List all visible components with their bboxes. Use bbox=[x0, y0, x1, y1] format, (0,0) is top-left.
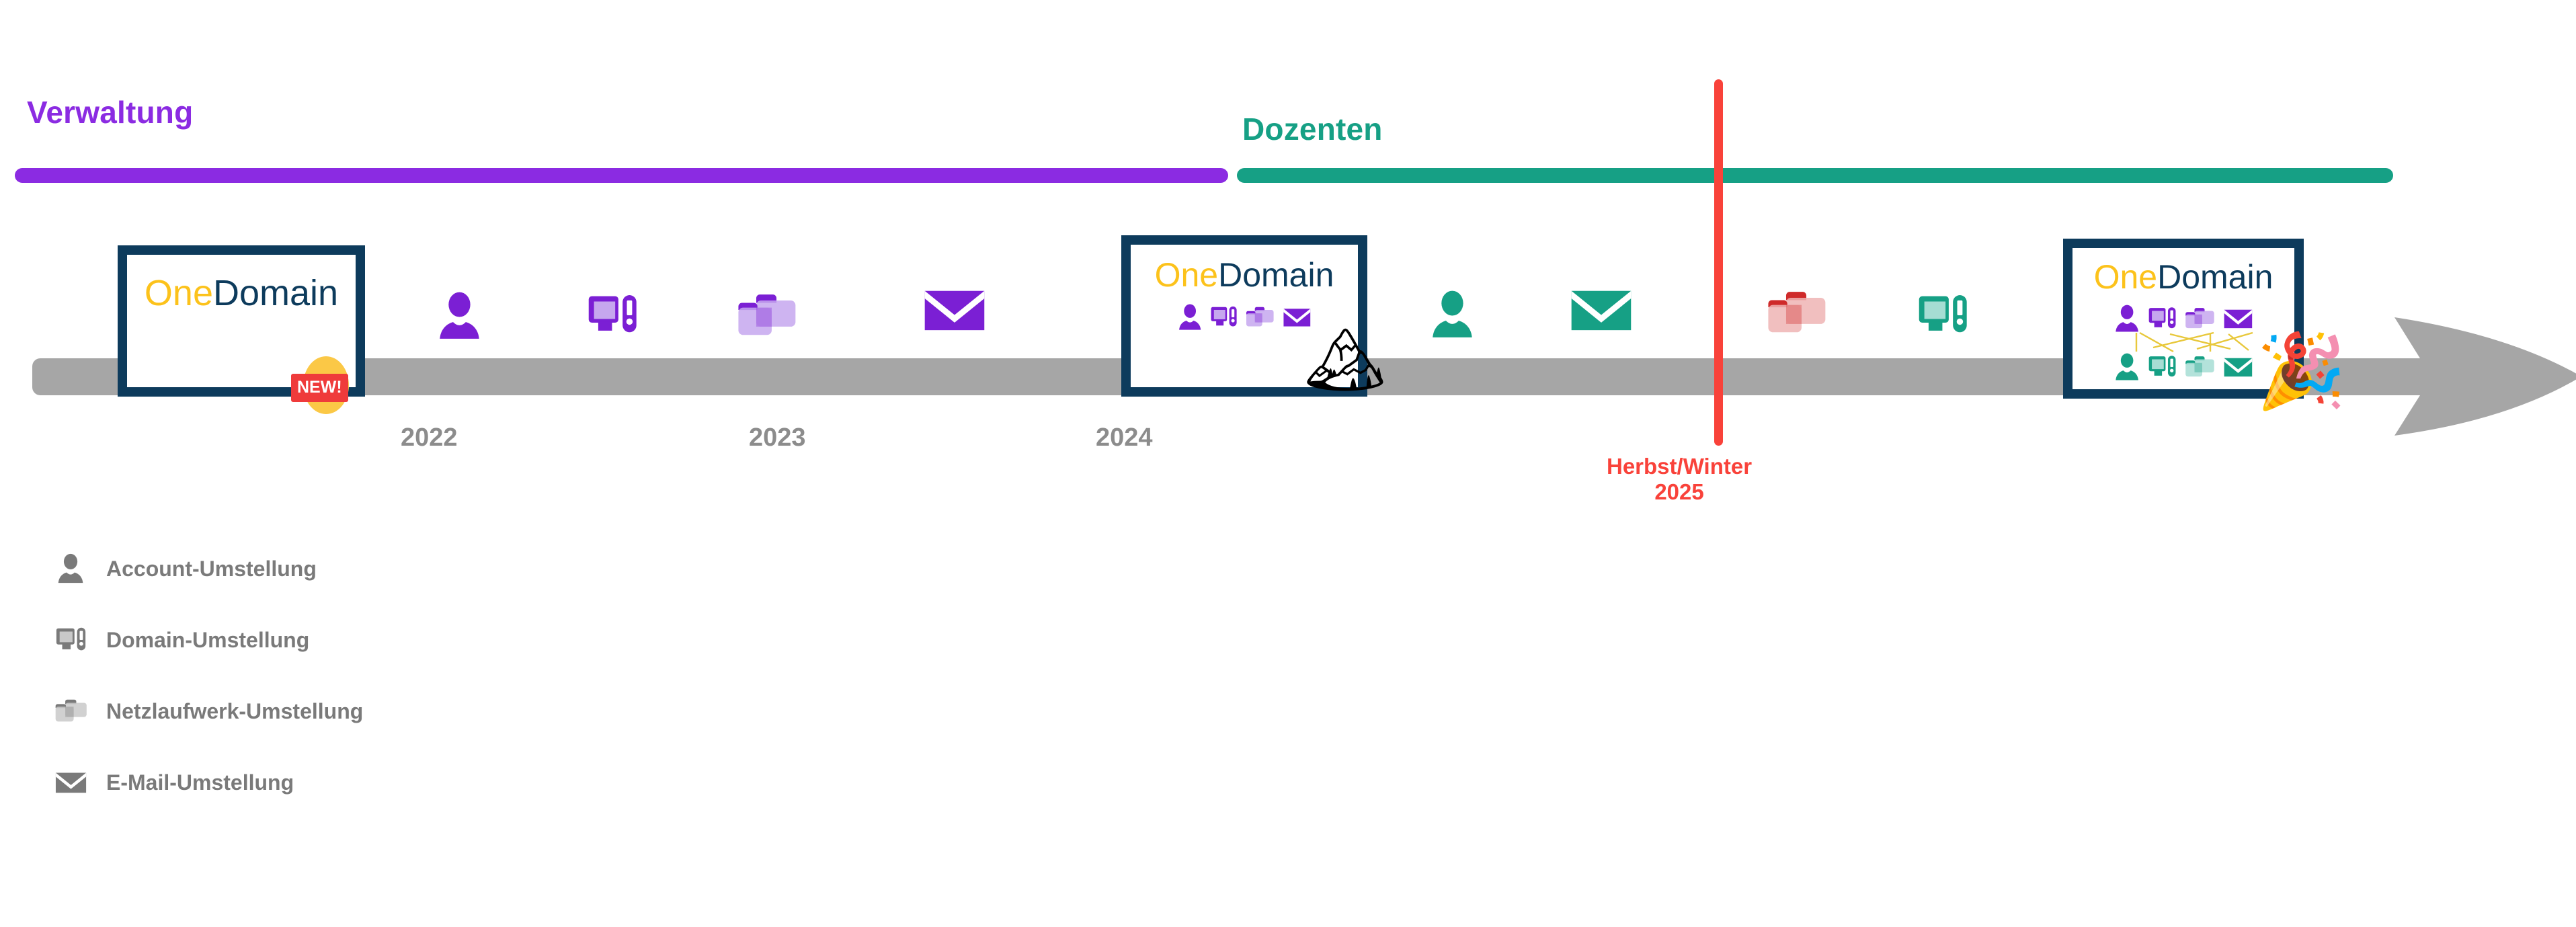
domain-icon-svg bbox=[56, 627, 86, 651]
netzlaufwerk-icon-svg bbox=[2185, 356, 2214, 377]
domain-icon-svg bbox=[2148, 356, 2176, 377]
box-icon-email-dozenten bbox=[2222, 352, 2255, 382]
milestone-label-line2: 2025 bbox=[1654, 479, 1704, 504]
logo-domain: Domain bbox=[1218, 256, 1334, 294]
account-icon-svg bbox=[58, 553, 83, 583]
email-icon-svg bbox=[2224, 358, 2252, 377]
box-icon-domain-dozenten bbox=[2147, 352, 2178, 382]
netzlaufwerk-icon-svg bbox=[2185, 308, 2214, 329]
legend-item-domain: Domain-Umstellung bbox=[54, 622, 309, 657]
milestone-label-line1: Herbst/Winter bbox=[1607, 454, 1753, 479]
box-icon-email-verwaltung bbox=[1281, 303, 1314, 332]
onedomain-icon-stack bbox=[1131, 303, 1358, 332]
legend-label: Domain-Umstellung bbox=[106, 627, 310, 652]
box-icon-netzlaufwerk-verwaltung bbox=[1243, 303, 1277, 332]
account-icon-svg bbox=[1179, 304, 1201, 330]
timeline-icon-email-dozenten bbox=[1566, 277, 1638, 343]
account-icon-svg bbox=[2116, 305, 2138, 332]
email-icon-svg bbox=[924, 290, 985, 331]
timeline-icon-domain-dozenten bbox=[1916, 288, 1971, 343]
account-icon-svg bbox=[1433, 290, 1472, 337]
logo-domain: Domain bbox=[213, 273, 339, 313]
box-icon-account-verwaltung bbox=[1176, 303, 1205, 332]
logo-domain: Domain bbox=[2157, 258, 2273, 296]
domain-icon-svg bbox=[588, 295, 637, 333]
netzlaufwerk-icon-svg bbox=[738, 294, 796, 335]
box-icon-domain-verwaltung bbox=[1209, 303, 1239, 332]
onedomain-icon-row-verwaltung bbox=[1131, 303, 1358, 332]
onedomain-icon-stack bbox=[2072, 303, 2294, 382]
new-badge-label: NEW! bbox=[291, 374, 348, 402]
account-icon-svg bbox=[2116, 353, 2138, 380]
legend-label: Netzlaufwerk-Umstellung bbox=[106, 698, 364, 723]
year-label-2024: 2024 bbox=[1096, 424, 1153, 452]
box-final: OneDomain bbox=[2063, 239, 2304, 399]
onedomain-logo-text: OneDomain bbox=[1131, 255, 1358, 294]
legend-item-netzlaufwerk: Netzlaufwerk-Umstellung bbox=[54, 694, 363, 729]
netzlaufwerk-icon-svg bbox=[55, 699, 87, 722]
timeline-icon-email-verwaltung bbox=[920, 277, 991, 343]
onedomain-logo-text: OneDomain bbox=[2072, 257, 2294, 296]
box-2022: OneDomain bbox=[118, 245, 365, 397]
icon-link-lines bbox=[2072, 331, 2294, 353]
track-bar-dozenten bbox=[1237, 168, 2393, 183]
legend-label: Account-Umstellung bbox=[106, 556, 317, 581]
account-icon-svg bbox=[440, 292, 479, 339]
onedomain-icon-row-verwaltung bbox=[2072, 303, 2294, 334]
email-icon-svg bbox=[55, 772, 87, 793]
domain-icon-svg bbox=[1211, 306, 1237, 327]
box-icon-domain-verwaltung bbox=[2147, 303, 2178, 334]
track-label-dozenten: Dozenten bbox=[1242, 112, 1383, 147]
timeline-icon-netzlaufwerk-pending bbox=[1761, 282, 1833, 344]
year-label-2023: 2023 bbox=[749, 424, 806, 452]
onedomain-logo-text: OneDomain bbox=[127, 272, 356, 314]
netzlaufwerk-icon-svg bbox=[1246, 307, 1274, 327]
box-icon-netzlaufwerk-dozenten bbox=[2182, 352, 2218, 382]
logo-one: One bbox=[1154, 256, 1219, 294]
mountain-flag-emoji: 🏔 bbox=[1304, 324, 1386, 396]
email-icon-svg bbox=[1571, 290, 1632, 331]
box-icon-netzlaufwerk-verwaltung bbox=[2182, 303, 2218, 334]
legend-item-email: E-Mail-Umstellung bbox=[54, 765, 294, 800]
track-bar-verwaltung bbox=[15, 168, 1228, 183]
box-icon-email-verwaltung bbox=[2222, 303, 2255, 334]
domain-icon bbox=[54, 622, 89, 657]
timeline-icon-domain-verwaltung bbox=[586, 288, 641, 343]
timeline-icon-account-verwaltung bbox=[434, 289, 487, 343]
account-icon bbox=[54, 551, 89, 586]
track-label-verwaltung: Verwaltung bbox=[27, 95, 194, 130]
year-label-2022: 2022 bbox=[401, 424, 458, 452]
netzlaufwerk-icon-svg bbox=[1768, 292, 1826, 333]
logo-one: One bbox=[144, 273, 213, 313]
email-icon bbox=[54, 765, 89, 800]
netzlaufwerk-icon bbox=[54, 694, 89, 729]
domain-icon-svg bbox=[1919, 295, 1967, 333]
logo-one: One bbox=[2093, 258, 2158, 296]
email-icon-svg bbox=[2224, 309, 2252, 329]
box-icon-account-dozenten bbox=[2112, 352, 2143, 382]
timeline-icon-account-dozenten bbox=[1426, 288, 1480, 341]
box-icon-account-verwaltung bbox=[2112, 303, 2143, 334]
timeline-icon-netzlaufwerk-verwaltung bbox=[731, 285, 803, 347]
box-2024: OneDomain bbox=[1121, 235, 1367, 397]
domain-icon-svg bbox=[2148, 307, 2176, 329]
legend-label: E-Mail-Umstellung bbox=[106, 770, 294, 795]
onedomain-icon-row-dozenten bbox=[2072, 352, 2294, 382]
email-icon-svg bbox=[1283, 309, 1310, 327]
milestone-vertical-line bbox=[1714, 79, 1723, 446]
legend-item-account: Account-Umstellung bbox=[54, 551, 317, 586]
timeline-arrowhead bbox=[2368, 282, 2576, 437]
party-popper-emoji: 🎉 bbox=[2256, 330, 2347, 411]
